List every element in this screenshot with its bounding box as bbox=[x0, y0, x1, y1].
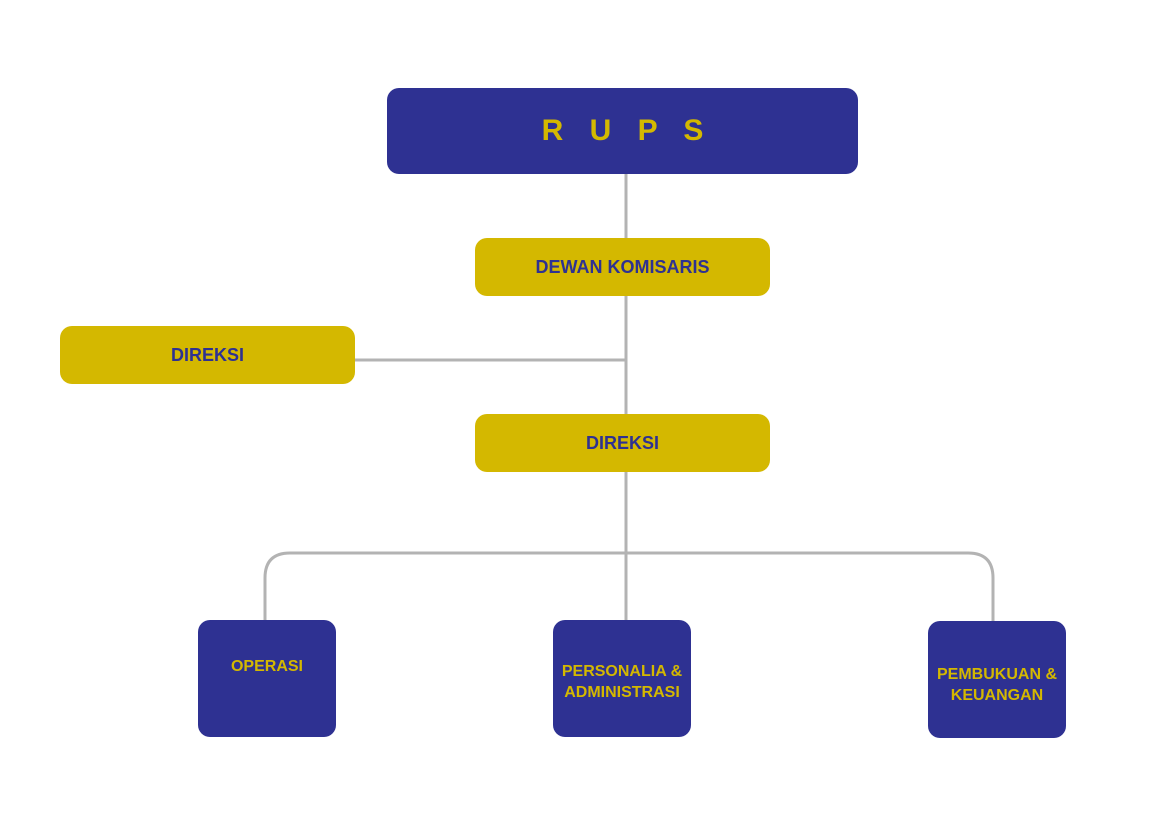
pembukuan-label-line2: KEUANGAN bbox=[950, 687, 1044, 704]
rups-label: R U P S bbox=[541, 114, 713, 147]
pembukuan-keuangan-node: PEMBUKUAN & KEUANGAN bbox=[928, 621, 1066, 738]
dewan-komisaris-label: DEWAN KOMISARIS bbox=[535, 256, 710, 277]
rups-node: R U P S bbox=[387, 88, 858, 174]
direksi-side-node: DIREKSI bbox=[60, 326, 355, 384]
pembukuan-label-line1: PEMBUKUAN & bbox=[937, 666, 1057, 683]
dewan-komisaris-node: DEWAN KOMISARIS bbox=[475, 238, 770, 296]
connector-dept-bus bbox=[263, 551, 995, 621]
operasi-label: OPERASI bbox=[230, 658, 303, 675]
direksi-node: DIREKSI bbox=[475, 414, 770, 472]
personalia-label-line1: PERSONALIA & bbox=[561, 663, 683, 680]
personalia-administrasi-node: PERSONALIA & ADMINISTRASI bbox=[553, 620, 691, 737]
operasi-node: OPERASI bbox=[198, 620, 336, 737]
direksi-side-label: DIREKSI bbox=[170, 344, 244, 365]
direksi-label: DIREKSI bbox=[585, 432, 659, 453]
personalia-label-line2: ADMINISTRASI bbox=[564, 684, 680, 701]
